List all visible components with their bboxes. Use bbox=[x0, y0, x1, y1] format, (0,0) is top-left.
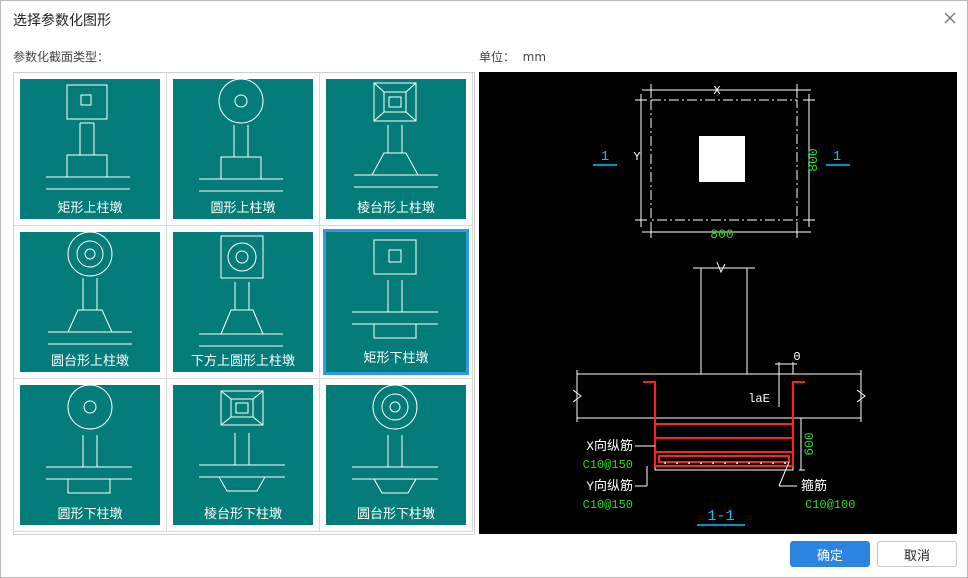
shape-label: 圆台形上柱墩 bbox=[50, 354, 129, 369]
shape-tile[interactable]: 下方上圆形上柱墩 bbox=[173, 232, 313, 372]
shape-label: 圆形下柱墩 bbox=[57, 507, 123, 522]
frustum-top-pier-icon bbox=[354, 82, 438, 188]
stirrup-spec: C10@100 bbox=[805, 498, 855, 512]
dim-height: 800 bbox=[806, 148, 821, 171]
section-mark-right: 1 bbox=[833, 149, 841, 165]
x-rebar-label: X向纵筋 bbox=[586, 438, 633, 454]
y-rebar-label: Y向纵筋 bbox=[586, 478, 633, 494]
shape-label: 矩形上柱墩 bbox=[57, 201, 123, 216]
section-mark-left: 1 bbox=[601, 149, 609, 165]
shape-tile[interactable]: 矩形上柱墩 bbox=[20, 79, 160, 219]
ok-button[interactable]: 确定 bbox=[790, 541, 870, 567]
dialog-title: 选择参数化图形 bbox=[13, 13, 111, 29]
rebar-dots bbox=[664, 462, 786, 464]
preview-drawing: X Y 800 800 1 1 0 bbox=[572, 84, 866, 526]
shape-item-rect-top[interactable]: 矩形上柱墩 bbox=[14, 73, 167, 226]
shape-item-frustum-bottom[interactable]: 棱台形下柱墩 bbox=[167, 379, 320, 532]
shape-tile[interactable]: 圆台形下柱墩 bbox=[326, 385, 466, 525]
shape-item-rect-bottom[interactable]: 矩形下柱墩 bbox=[320, 226, 473, 379]
shape-gallery: 矩形上柱墩 圆形上柱墩 bbox=[13, 72, 475, 535]
dim-x-label: X bbox=[713, 84, 720, 98]
square-round-top-pier-icon bbox=[199, 235, 283, 347]
rect-bottom-pier-icon bbox=[352, 239, 438, 339]
x-rebar-spec: C10@150 bbox=[583, 458, 633, 472]
section-type-label: 参数化截面类型： bbox=[13, 50, 110, 64]
shape-item-cone-bottom[interactable]: 圆台形下柱墩 bbox=[320, 379, 473, 532]
unit-label: 单位： mm bbox=[479, 50, 547, 64]
shape-label: 圆形上柱墩 bbox=[210, 201, 276, 216]
shape-item-cone-top[interactable]: 圆台形上柱墩 bbox=[14, 226, 167, 379]
cancel-button[interactable]: 取消 bbox=[877, 541, 957, 567]
shape-tile[interactable]: 棱台形下柱墩 bbox=[173, 385, 313, 525]
y-rebar-spec: C10@150 bbox=[583, 498, 633, 512]
shape-tile[interactable]: 圆台形上柱墩 bbox=[20, 232, 160, 372]
section-title: 1-1 bbox=[707, 508, 734, 525]
dim-y-label: Y bbox=[633, 150, 640, 164]
lae-label: laE bbox=[748, 392, 770, 406]
dim-width: 800 bbox=[710, 227, 733, 242]
shape-label: 圆台形下柱墩 bbox=[356, 507, 435, 522]
shape-label: 棱台形上柱墩 bbox=[356, 201, 435, 216]
shape-label: 棱台形下柱墩 bbox=[203, 507, 282, 522]
shape-item-round-top[interactable]: 圆形上柱墩 bbox=[167, 73, 320, 226]
shape-tile[interactable]: 圆形上柱墩 bbox=[173, 79, 313, 219]
shape-label: 下方上圆形上柱墩 bbox=[190, 354, 295, 369]
shape-tile[interactable]: 棱台形上柱墩 bbox=[326, 79, 466, 219]
shape-item-frustum-top[interactable]: 棱台形上柱墩 bbox=[320, 73, 473, 226]
shape-preview-panel: X Y 800 800 1 1 0 bbox=[479, 72, 957, 534]
shape-tile[interactable]: 矩形下柱墩 bbox=[323, 229, 469, 375]
unit-value: mm bbox=[522, 50, 547, 64]
round-top-pier-icon bbox=[199, 79, 283, 192]
round-bottom-pier-icon bbox=[46, 385, 132, 494]
shape-tile[interactable]: 圆形下柱墩 bbox=[20, 385, 160, 525]
shape-item-round-bottom[interactable]: 圆形下柱墩 bbox=[14, 379, 167, 532]
shape-item-square-round-top[interactable]: 下方上圆形上柱墩 bbox=[167, 226, 320, 379]
stirrup-label: 箍筋 bbox=[801, 478, 827, 494]
dim-600: 600 bbox=[802, 432, 817, 455]
rect-top-pier-icon bbox=[46, 84, 130, 190]
dim-zero: 0 bbox=[793, 350, 800, 364]
frustum-bottom-pier-icon bbox=[199, 390, 285, 492]
cone-top-pier-icon bbox=[48, 232, 132, 345]
cone-bottom-pier-icon bbox=[352, 385, 438, 494]
close-icon[interactable] bbox=[943, 11, 957, 25]
shape-label: 矩形下柱墩 bbox=[363, 351, 429, 366]
